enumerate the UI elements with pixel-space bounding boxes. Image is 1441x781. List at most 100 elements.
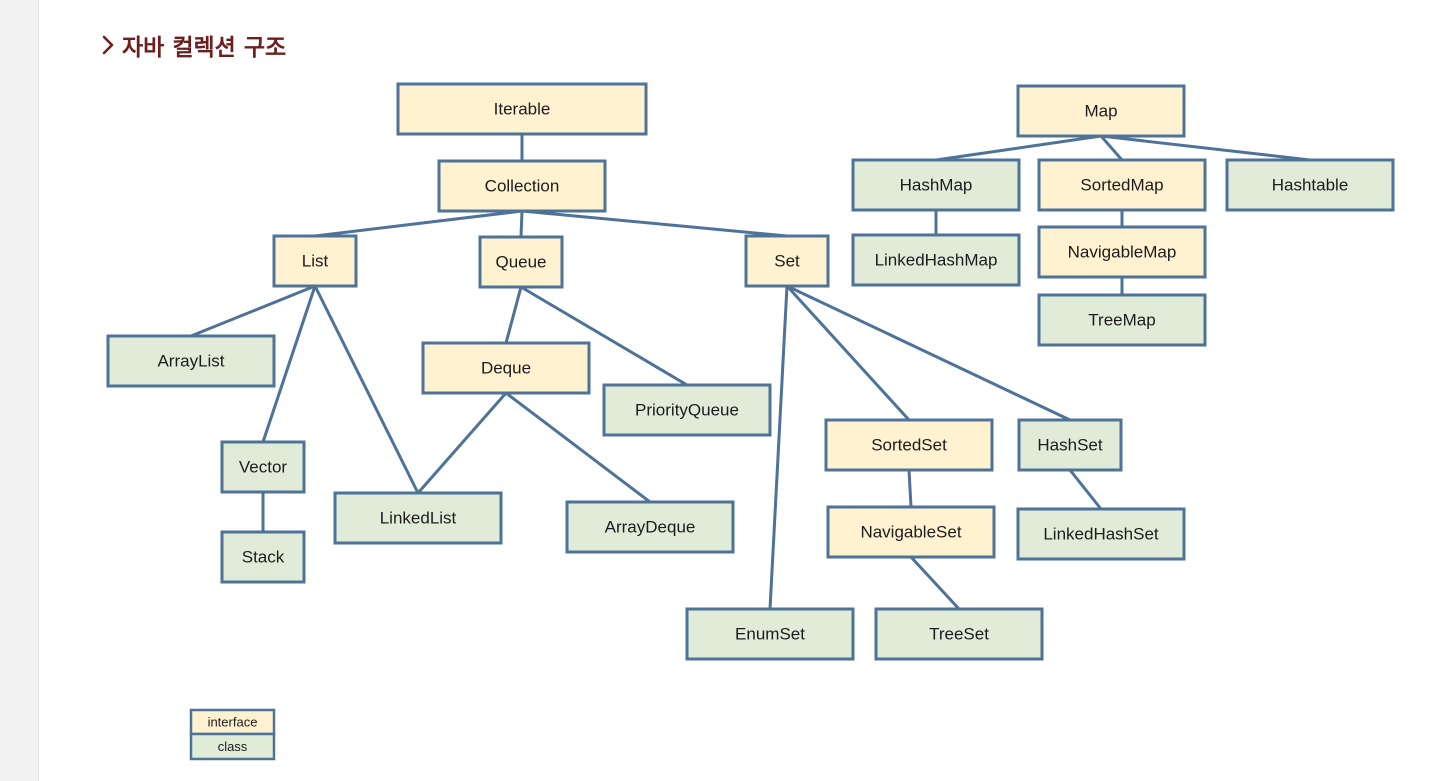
node-hashmap: HashMap [851, 158, 1021, 212]
node-box-treeset [874, 607, 1044, 661]
node-box-collection [437, 159, 607, 213]
legend-class-swatch [189, 732, 276, 761]
node-box-priorityqueue [602, 383, 772, 437]
edge-layer [190, 134, 1311, 611]
edge-queue-priorityqueue [520, 285, 688, 387]
edge-queue-deque [504, 286, 523, 344]
node-box-queue [478, 235, 564, 289]
node-label-list: List [302, 252, 329, 271]
node-vector: Vector [220, 440, 306, 494]
node-box-navigablemap [1037, 225, 1207, 279]
section-heading: 자바 컬렉션 구조 [100, 28, 286, 62]
node-label-arraydeque: ArrayDeque [605, 518, 696, 537]
node-label-sortedmap: SortedMap [1080, 176, 1163, 195]
node-navigablemap: NavigableMap [1037, 225, 1207, 279]
node-sortedmap: SortedMap [1037, 158, 1207, 212]
node-label-linkedhashmap: LinkedHashMap [875, 251, 998, 270]
node-label-navigableset: NavigableSet [860, 523, 961, 542]
node-box-hashmap [851, 158, 1021, 212]
node-box-iterable [396, 82, 648, 136]
node-deque: Deque [421, 341, 591, 395]
chevron-right-icon [102, 35, 114, 55]
node-priorityqueue: PriorityQueue [602, 383, 772, 437]
node-label-arraylist: ArrayList [157, 352, 224, 371]
edge-list-arraylist [190, 284, 316, 338]
node-label-sortedset: SortedSet [871, 436, 947, 455]
node-label-hashtable: Hashtable [1272, 176, 1349, 195]
edge-collection-set [521, 209, 788, 238]
edge-collection-queue [519, 210, 524, 238]
edge-hashset-linkedhashset [1068, 469, 1103, 510]
node-box-map [1016, 84, 1186, 138]
node-label-queue: Queue [495, 253, 546, 272]
legend: interface class [189, 708, 276, 761]
node-box-set [744, 234, 830, 288]
node-label-linkedhashset: LinkedHashSet [1043, 525, 1159, 544]
edge-set-hashset [786, 284, 1071, 422]
edge-deque-arraydeque [505, 391, 651, 504]
node-navigableset: NavigableSet [826, 505, 996, 559]
node-box-treemap [1037, 293, 1207, 347]
node-linkedhashset: LinkedHashSet [1016, 507, 1186, 561]
edge-set-enumset [768, 285, 789, 610]
node-box-sortedset [824, 418, 994, 472]
node-box-hashset [1017, 418, 1123, 472]
node-label-treemap: TreeMap [1088, 311, 1155, 330]
node-hashset: HashSet [1017, 418, 1123, 472]
node-label-enumset: EnumSet [735, 625, 805, 644]
node-sortedset: SortedSet [824, 418, 994, 472]
node-list: List [272, 234, 358, 288]
node-label-hashset: HashSet [1037, 436, 1102, 455]
node-label-vector: Vector [239, 458, 288, 477]
node-box-linkedhashset [1016, 507, 1186, 561]
node-label-navigablemap: NavigableMap [1068, 243, 1177, 262]
legend-class-label: class [218, 739, 248, 754]
node-label-priorityqueue: PriorityQueue [635, 401, 739, 420]
edge-deque-linkedlist [416, 392, 508, 494]
node-box-stack [220, 530, 306, 584]
node-iterable: Iterable [396, 82, 648, 136]
node-box-linkedlist [333, 491, 503, 545]
node-set: Set [744, 234, 830, 288]
node-stack: Stack [220, 530, 306, 584]
node-arraylist: ArrayList [106, 334, 276, 388]
node-box-vector [220, 440, 306, 494]
node-label-map: Map [1084, 102, 1117, 121]
node-arraydeque: ArrayDeque [565, 500, 735, 554]
node-label-treeset: TreeSet [929, 625, 989, 644]
edge-list-linkedlist [313, 285, 420, 494]
node-box-deque [421, 341, 591, 395]
node-box-list [272, 234, 358, 288]
edge-list-vector [261, 285, 317, 443]
node-treeset: TreeSet [874, 607, 1044, 661]
node-box-linkedhashmap [851, 233, 1021, 287]
node-enumset: EnumSet [685, 607, 855, 661]
node-linkedhashmap: LinkedHashMap [851, 233, 1021, 287]
edge-collection-list [314, 209, 523, 238]
node-box-enumset [685, 607, 855, 661]
node-label-deque: Deque [481, 359, 531, 378]
edge-map-sortedmap [1099, 135, 1124, 161]
node-hashtable: Hashtable [1225, 158, 1395, 212]
left-gutter [0, 0, 39, 781]
legend-interface-label: interface [208, 715, 258, 730]
node-map: Map [1016, 84, 1186, 138]
edge-map-hashtable [1100, 134, 1311, 162]
node-collection: Collection [437, 159, 607, 213]
node-box-arraylist [106, 334, 276, 388]
section-title: 자바 컬렉션 구조 [122, 35, 287, 61]
node-label-collection: Collection [485, 177, 560, 196]
node-box-sortedmap [1037, 158, 1207, 212]
node-linkedlist: LinkedList [333, 491, 503, 545]
node-queue: Queue [478, 235, 564, 289]
node-label-linkedlist: LinkedList [380, 509, 457, 528]
edge-map-hashmap [935, 134, 1102, 162]
node-label-stack: Stack [242, 548, 285, 567]
edge-set-sortedset [785, 284, 911, 422]
node-label-iterable: Iterable [494, 100, 551, 119]
legend-interface-swatch [189, 708, 276, 736]
node-label-set: Set [774, 252, 800, 271]
edge-navigableset-treeset [909, 555, 961, 611]
